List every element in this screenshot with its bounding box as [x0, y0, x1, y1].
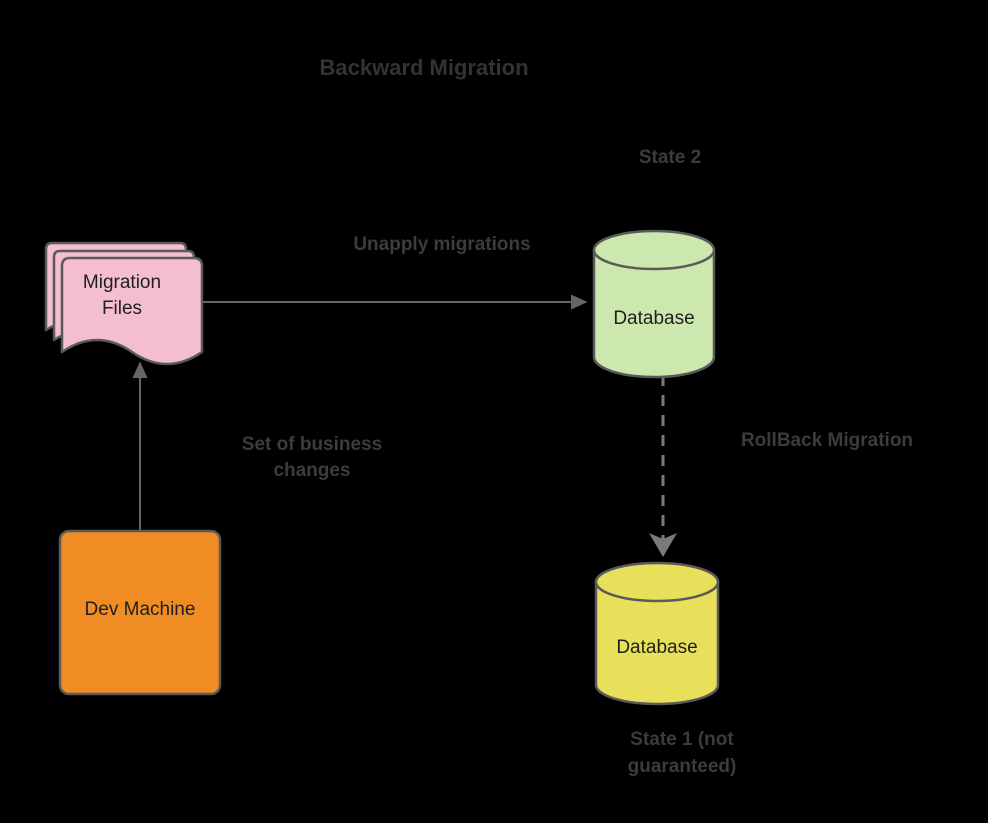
dev-machine-box [58, 529, 222, 696]
state1-label-group: State 1 (not guaranteed) [628, 729, 737, 777]
state1-label-line1: State 1 (not [630, 729, 734, 750]
node-dev-machine[interactable]: Dev Machine [58, 529, 222, 696]
migration-files-sheet-front [60, 256, 204, 366]
business-changes-label-line1: Set of business [242, 434, 382, 455]
migration-files-label-line1: Migration [83, 272, 161, 293]
unapply-migrations-label: Unapply migrations [353, 234, 530, 255]
node-database-state1[interactable]: Database [594, 561, 720, 706]
migration-files-label-line2: Files [102, 298, 142, 319]
rollback-migration-label: RollBack Migration [741, 430, 913, 451]
database-state2-top [592, 229, 716, 271]
state1-label-line2: guaranteed) [628, 756, 737, 777]
database-state1-body [594, 580, 720, 706]
database-state1-label: Database [616, 637, 697, 658]
business-changes-label-line2: changes [273, 460, 350, 481]
edge-unapply-migrations[interactable]: Unapply migrations [201, 234, 588, 310]
edge-business-changes[interactable]: Set of business changes [132, 361, 382, 531]
state2-label: State 2 [639, 147, 701, 168]
database-state1-top [594, 561, 720, 603]
database-state2-body [592, 248, 716, 379]
edge-rollback-migration[interactable]: RollBack Migration [649, 375, 913, 557]
page-title: Backward Migration [319, 55, 528, 80]
node-database-state2[interactable]: Database [592, 229, 716, 379]
database-state2-label: Database [613, 308, 694, 329]
node-migration-files[interactable]: Migration Files [44, 241, 204, 366]
dev-machine-label: Dev Machine [85, 599, 196, 620]
